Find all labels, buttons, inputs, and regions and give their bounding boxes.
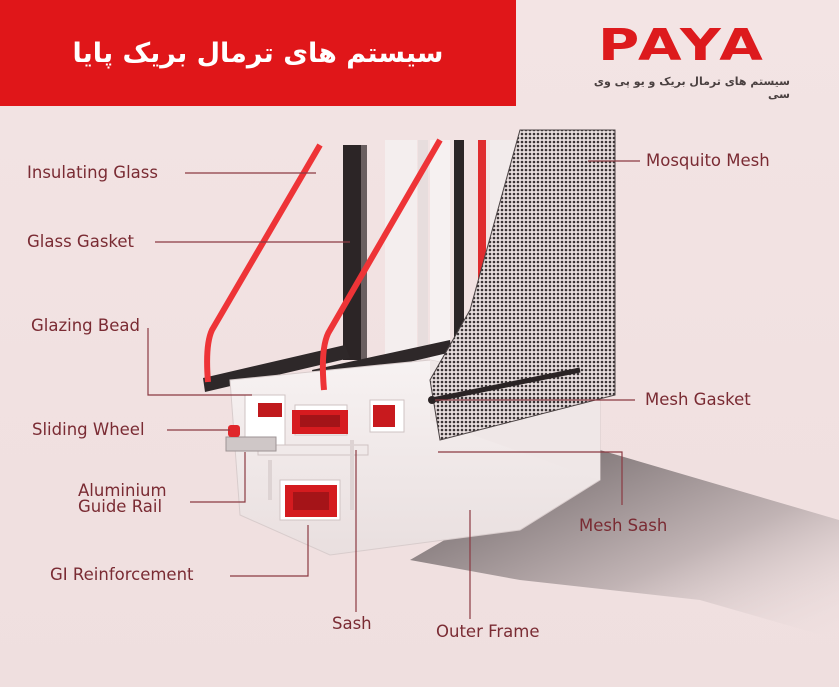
label-mosquito-mesh: Mosquito Mesh — [646, 151, 770, 170]
label-sliding-wheel: Sliding Wheel — [32, 420, 145, 439]
mosquito-mesh — [429, 129, 616, 441]
label-guide-rail-line2: Guide Rail — [78, 497, 163, 516]
label-glass-gasket: Glass Gasket — [27, 232, 135, 251]
brand-logo: PAYA — [598, 20, 767, 71]
brand-tagline: سیستم های ترمال بریک و یو پی وی سی — [593, 75, 790, 101]
label-guide-rail-line1: Aluminium — [78, 481, 167, 500]
glass-pane-1 — [204, 143, 323, 383]
label-gi-reinforcement: GI Reinforcement — [50, 565, 194, 584]
label-mesh-gasket: Mesh Gasket — [645, 390, 751, 409]
header-banner: سیستم های ترمال بریک پایا — [0, 0, 516, 106]
label-insulating-glass: Insulating Glass — [27, 163, 158, 182]
page-title: سیستم های ترمال بریک پایا — [72, 37, 444, 69]
label-glazing-bead: Glazing Bead — [31, 316, 140, 335]
label-mesh-sash: Mesh Sash — [579, 516, 668, 535]
label-outer-frame: Outer Frame — [436, 622, 540, 641]
floor-shadow — [410, 450, 839, 640]
leader-lines — [147, 160, 640, 619]
glass-pane-2 — [319, 138, 443, 391]
label-sash: Sash — [332, 614, 372, 633]
